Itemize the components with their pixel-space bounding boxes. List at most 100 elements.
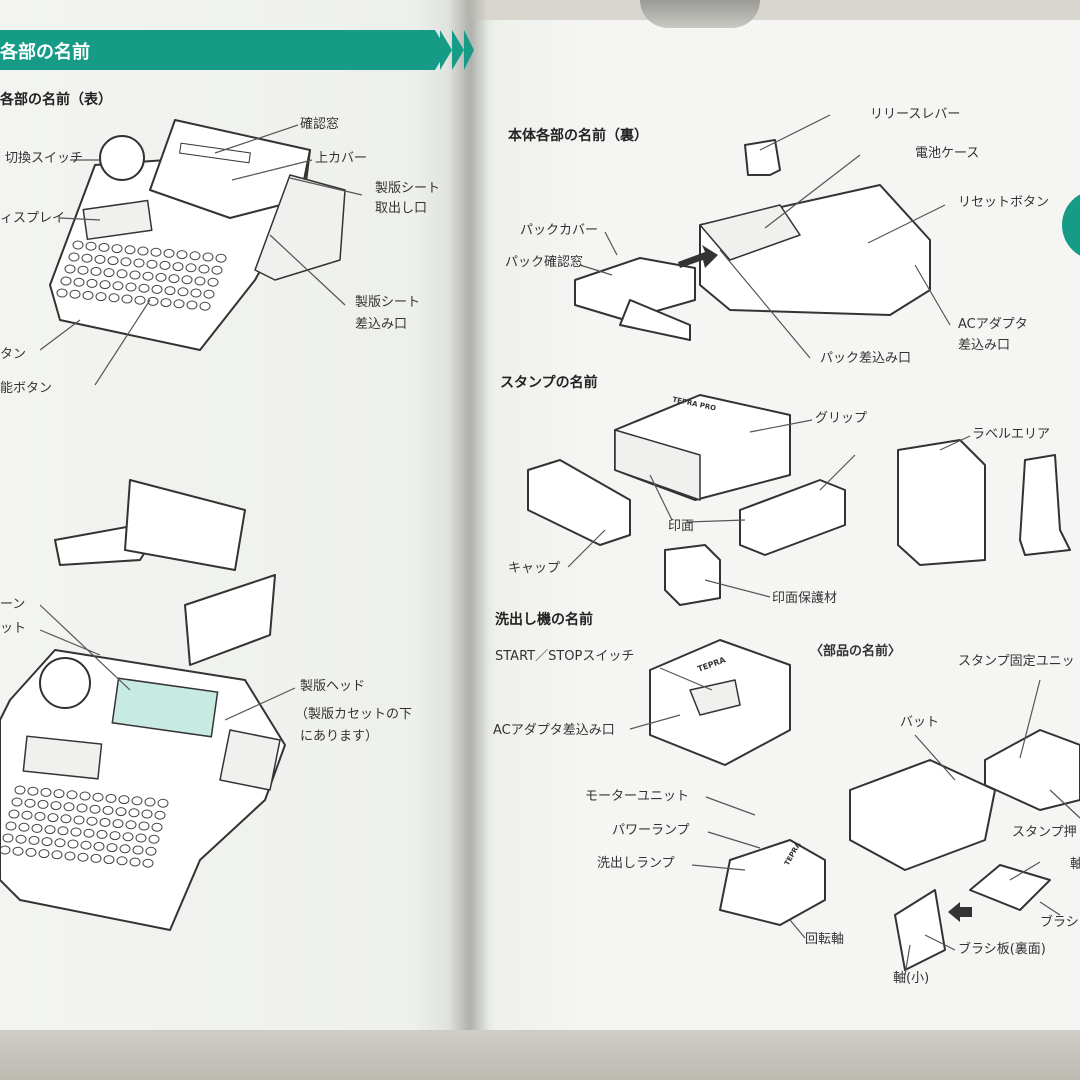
keyboard-key (151, 822, 163, 832)
label-pack-cover: パックカバー (520, 223, 599, 238)
device-back-illustration (574, 139, 931, 341)
keyboard-key (60, 276, 72, 286)
keyboard-key (94, 254, 106, 264)
keyboard-key (95, 292, 107, 302)
chevron-right-icon (452, 30, 464, 70)
keyboard-key (207, 277, 219, 287)
keyboard-key (18, 822, 30, 832)
keyboard-key (0, 845, 11, 855)
keyboard-key (164, 286, 176, 296)
keyboard-key (64, 851, 76, 861)
chevron-right-icon (440, 30, 452, 70)
label-lever: ーン (0, 597, 26, 612)
label-power-lamp: パワーランプ (612, 823, 690, 838)
keyboard-keys (56, 240, 227, 311)
label-kakunin-mado: 確認窓 (300, 117, 340, 132)
keyboard-key (128, 808, 140, 818)
keyboard-key (120, 257, 132, 267)
label-bat: バット (900, 715, 940, 730)
chevron-right-icon (464, 30, 474, 70)
keyboard-key (70, 827, 82, 837)
label-display: ィスプレイ (0, 211, 66, 226)
keyboard-key (108, 293, 120, 303)
keyboard-key (186, 300, 198, 310)
keyboard-key (64, 264, 76, 274)
keyboard-key (119, 844, 131, 854)
keyboard-key (154, 810, 166, 820)
keyboard-key (98, 242, 110, 252)
washer-title: 洗出し機の名前 (495, 612, 593, 628)
device-front-illustration (49, 119, 346, 351)
label-reset-button: リセットボタン (958, 195, 1050, 210)
keyboard-key (57, 826, 69, 836)
keyboard-key (202, 252, 214, 262)
keyboard-key (159, 260, 171, 270)
keyboard-key (134, 295, 146, 305)
keyboard-key (85, 241, 97, 251)
keyboard-key (12, 846, 24, 856)
keyboard-key (160, 298, 172, 308)
table-surface (0, 1030, 1080, 1080)
label-label-area: ラベルエリア (972, 427, 1051, 442)
keyboard-key (15, 834, 27, 844)
front-subtitle: 各部の名前（表） (0, 92, 112, 108)
keyboard-key (131, 796, 143, 806)
label-stamp-kotei: スタンプ固定ユニッ (958, 654, 1075, 669)
label-araidashi-lamp: 洗出しランプ (597, 856, 675, 871)
keyboard-key (86, 278, 98, 288)
label-motor-unit: モーターユニット (585, 789, 690, 804)
keyboard-key (86, 816, 98, 826)
keyboard-key (5, 821, 17, 831)
keyboard-key (211, 265, 223, 275)
keyboard-key (173, 299, 185, 309)
label-seihan-sheet-sashikomi-1: 製版シート (355, 295, 421, 310)
keyboard-key (81, 253, 93, 263)
keyboard-key (190, 288, 202, 298)
label-kinou-button: 能ボタン (0, 381, 53, 396)
keyboard-key (56, 288, 68, 298)
keyboard-key (155, 272, 167, 282)
background-object (640, 0, 760, 28)
keyboard-key (176, 250, 188, 260)
keyboard-key (54, 838, 66, 848)
keyboard-key (181, 275, 193, 285)
keyboard-key (129, 857, 141, 867)
keyboard-key (93, 841, 105, 851)
keyboard-key (122, 832, 134, 842)
keyboard-key (107, 256, 119, 266)
keyboard-key (73, 815, 85, 825)
keyboard-key (77, 852, 89, 862)
keyboard-key (99, 817, 111, 827)
label-pack-sashikomi: パック差込み口 (820, 351, 912, 366)
keyboard-key (72, 240, 84, 250)
keyboard-key (112, 281, 124, 291)
keyboard-key (189, 251, 201, 261)
keyboard-key (118, 795, 130, 805)
keyboard-key (141, 809, 153, 819)
keyboard-key (138, 821, 150, 831)
book-gutter (448, 0, 488, 1040)
keyboard-key (63, 802, 75, 812)
keyboard-key (215, 253, 227, 263)
keyboard-key (47, 813, 59, 823)
keyboard-key (172, 262, 184, 272)
keyboard-key (199, 301, 211, 311)
label-ue-cover: 上カバー (315, 151, 368, 166)
keyboard-key (129, 270, 141, 280)
label-inmen: 印面 (668, 519, 695, 534)
keyboard-key (44, 825, 56, 835)
keyboard-keys (0, 785, 169, 868)
keyboard-key (132, 845, 144, 855)
keyboard-key (76, 803, 88, 813)
keyboard-key (106, 843, 118, 853)
keyboard-key (89, 804, 101, 814)
keyboard-key (8, 809, 20, 819)
parts-title: 〈部品の名前〉 (810, 644, 902, 659)
label-seihan-head-note-1: （製版カセットの下 (295, 707, 413, 722)
section-title: 各部の名前 (0, 42, 90, 63)
label-seihan-sheet-sashikomi-2: 差込み口 (355, 317, 408, 332)
keyboard-key (37, 799, 49, 809)
label-button: タン (0, 347, 27, 362)
keyboard-key (14, 785, 26, 795)
